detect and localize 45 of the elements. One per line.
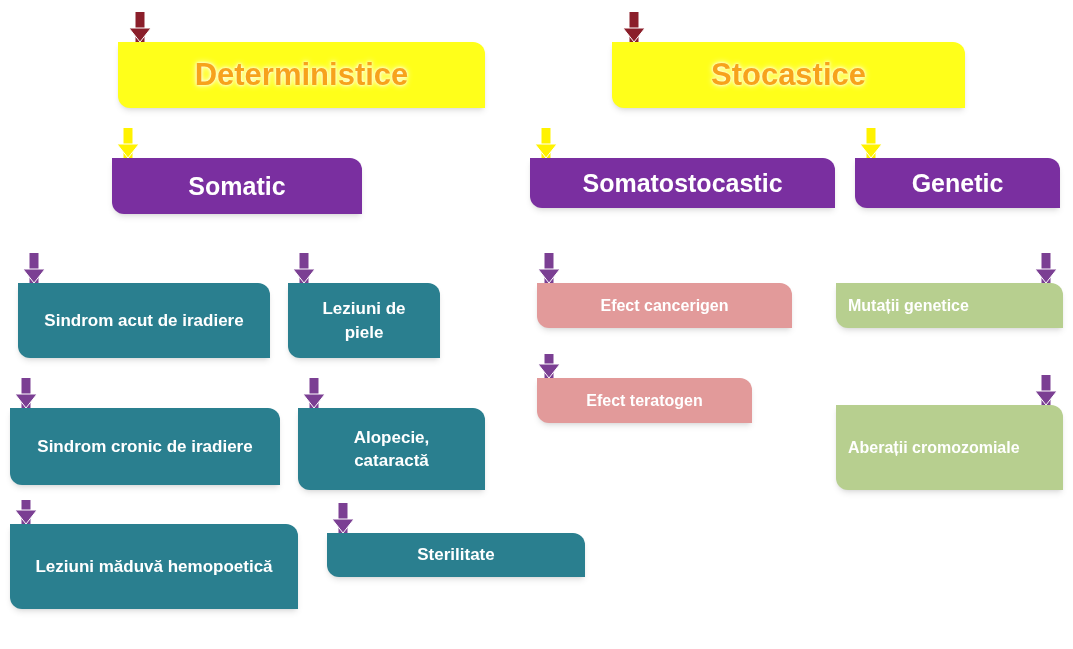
category-box [855,158,1060,208]
down-arrow [14,378,38,409]
box-label: Leziuni de piele [321,298,407,344]
down-arrow [331,503,355,534]
category-box [327,533,585,577]
box-label: Alopecie, cataractă [352,426,431,472]
category-box [118,42,485,108]
box-label: Deterministice [194,55,409,94]
down-arrow [859,128,883,159]
category-box [112,158,362,214]
category-box [10,408,280,485]
down-arrow [14,500,38,525]
down-arrow [116,128,140,159]
category-box [612,42,965,108]
down-arrow [1034,375,1058,406]
category-box [530,158,835,208]
down-arrow [128,12,152,43]
box-label: Aberații cromozomiale [848,437,1020,458]
down-arrow [622,12,646,43]
down-arrow [537,253,561,284]
box-label: Genetic [911,167,1004,199]
category-box [537,378,752,423]
box-label: Somatostocastic [582,167,783,199]
down-arrow [537,354,561,379]
down-arrow [1034,253,1058,284]
category-box [298,408,485,490]
category-box [10,524,298,609]
category-box [537,283,792,328]
box-label: Stocastice [710,55,867,94]
box-label: Sterilitate [417,544,495,567]
box-label: Somatic [188,170,286,202]
down-arrow [292,253,316,284]
box-label: Sindrom acut de iradiere [44,309,244,332]
category-box [836,283,1063,328]
box-label: Sindrom cronic de iradiere [37,435,253,458]
box-label: Efect teratogen [586,390,703,411]
category-box [18,283,270,358]
down-arrow [302,378,326,409]
box-label: Leziuni măduvă hemopoetică [35,555,273,578]
category-box [836,405,1063,490]
down-arrow [534,128,558,159]
category-box [288,283,440,358]
box-label: Mutații genetice [848,295,969,316]
down-arrow [22,253,46,284]
box-label: Efect cancerigen [600,295,729,316]
